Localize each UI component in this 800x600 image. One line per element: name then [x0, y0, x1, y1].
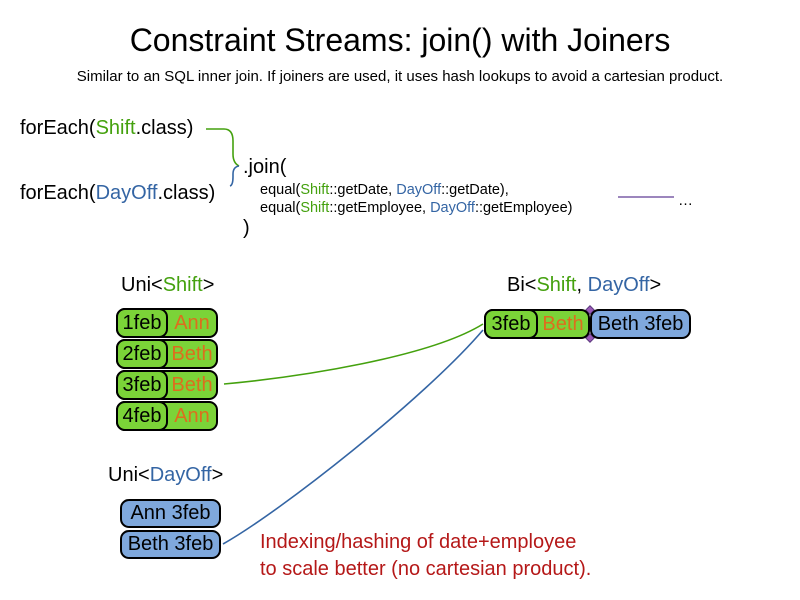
- table-row: Ann 3feb: [120, 499, 221, 528]
- table-row: 2feb Beth: [116, 339, 218, 369]
- employee-cell: Beth: [542, 312, 584, 335]
- dayoff-brace-line: [229, 165, 240, 187]
- code-text: equal(: [260, 200, 301, 216]
- joiner-ellipsis: …: [678, 192, 693, 209]
- dayoff-class-token: DayOff: [95, 182, 158, 204]
- date-cell: 1feb: [116, 308, 168, 338]
- date-cell: 4feb: [116, 401, 168, 431]
- bi-dayoff-part: Beth 3feb: [590, 309, 691, 339]
- dayoff-type-token: DayOff: [149, 464, 212, 486]
- page-title: Constraint Streams: join() with Joiners: [129, 22, 671, 58]
- shift-class-token: Shift: [95, 117, 136, 139]
- shift-type-token: Shift: [536, 274, 577, 296]
- shift-join-curve: [223, 323, 484, 385]
- uni-dayoff-label: Uni<DayOff>: [108, 464, 223, 487]
- dayoff-type-token: DayOff: [587, 274, 650, 296]
- shift-class-token: Shift: [300, 200, 330, 216]
- employee-cell: Beth: [171, 373, 213, 396]
- code-text: ::getDate),: [441, 182, 509, 198]
- label-text: >: [649, 274, 662, 296]
- dayoff-class-token: DayOff: [430, 200, 475, 216]
- code-text: forEach(: [20, 117, 96, 139]
- dayoff-class-token: DayOff: [396, 182, 442, 198]
- shift-brace-line: [206, 128, 240, 167]
- code-joiner-employee: equal(Shift::getEmployee, DayOff::getEmp…: [260, 200, 572, 216]
- note-line: Indexing/hashing of date+employee: [260, 531, 577, 553]
- table-row: 4feb Ann: [116, 401, 218, 431]
- table-row: 3feb Beth: [116, 370, 218, 400]
- date-cell: 3feb: [116, 370, 168, 400]
- label-text: ,: [576, 274, 588, 296]
- label-text: Uni<: [108, 464, 150, 486]
- table-row: Beth 3feb: [120, 530, 221, 559]
- code-foreach-dayoff: forEach(DayOff.class): [20, 182, 215, 205]
- code-joiner-date: equal(Shift::getDate, DayOff::getDate),: [260, 182, 509, 198]
- employee-cell: Ann: [174, 404, 210, 427]
- shift-class-token: Shift: [300, 182, 330, 198]
- table-row: 1feb Ann: [116, 308, 218, 338]
- bi-shift-part: 3feb Beth: [484, 309, 590, 339]
- employee-cell: Beth: [171, 342, 213, 365]
- dayoff-join-curve: [222, 329, 484, 545]
- date-cell: 3feb: [484, 309, 538, 339]
- date-cell: 2feb: [116, 339, 168, 369]
- note-text: Indexing/hashing of date+employee to sca…: [260, 529, 591, 583]
- label-text: >: [211, 464, 224, 486]
- label-text: >: [202, 274, 215, 296]
- code-text: ::getDate,: [329, 182, 397, 198]
- bi-label: Bi<Shift, DayOff>: [507, 274, 661, 297]
- shift-type-token: Shift: [162, 274, 203, 296]
- code-text: forEach(: [20, 182, 96, 204]
- code-text: equal(: [260, 182, 301, 198]
- uni-shift-label: Uni<Shift>: [121, 274, 214, 297]
- code-join-open: .join(: [243, 156, 287, 178]
- code-text: ::getEmployee): [474, 200, 573, 216]
- label-text: Bi<: [507, 274, 537, 296]
- page-subtitle: Similar to an SQL inner join. If joiners…: [76, 68, 724, 85]
- employee-cell: Ann: [174, 311, 210, 334]
- code-text: .class): [157, 182, 216, 204]
- label-text: Uni<: [121, 274, 163, 296]
- code-text: .class): [135, 117, 194, 139]
- code-join-close: ): [243, 217, 250, 239]
- code-foreach-shift: forEach(Shift.class): [20, 117, 193, 140]
- note-line: to scale better (no cartesian product).: [260, 558, 592, 580]
- code-text: ::getEmployee,: [329, 200, 431, 216]
